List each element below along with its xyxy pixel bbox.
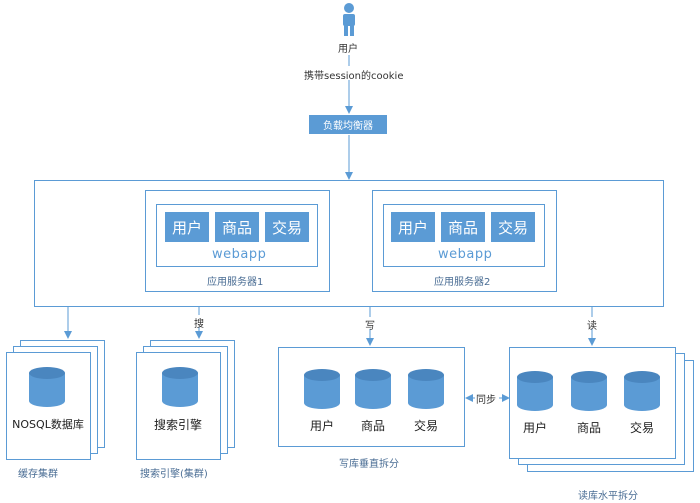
read-connector-label: 读 — [587, 321, 597, 332]
read-db-trade-label: 交易 — [629, 421, 654, 435]
write-db-trade-label: 交易 — [413, 419, 438, 433]
app-cluster-box — [34, 180, 664, 307]
write-db-goods-icon — [355, 369, 391, 409]
read-db-goods-icon — [571, 371, 607, 411]
write-db-goods-label: 商品 — [360, 419, 385, 433]
write-connector-label: 写 — [365, 321, 375, 332]
app-server-1-label: 应用服务器1 — [207, 277, 264, 288]
app2-webapp-label: webapp — [438, 247, 493, 262]
app-server-2-label: 应用服务器2 — [434, 277, 491, 288]
write-db-user-label: 用户 — [309, 419, 334, 433]
app1-webapp-label: webapp — [212, 247, 267, 262]
app1-module-user: 用户 — [165, 212, 209, 242]
search-connector-label: 搜 — [194, 319, 204, 330]
write-split-caption: 写库垂直拆分 — [339, 459, 399, 470]
user-icon — [343, 3, 355, 36]
cache-db-label: NOSQL数据库 — [12, 418, 84, 431]
cache-database-icon — [29, 367, 65, 407]
load-balancer-label: 负载均衡器 — [323, 121, 373, 132]
write-db-trade-icon — [408, 369, 444, 409]
sync-label: 同步 — [476, 395, 496, 406]
read-split-caption: 读库水平拆分 — [578, 491, 638, 502]
app2-module-goods: 商品 — [441, 212, 485, 242]
search-cluster-caption: 搜索引擎(集群) — [140, 469, 208, 480]
app2-module-user: 用户 — [391, 212, 435, 242]
user-label: 用户 — [338, 44, 358, 55]
session-note: 携带session的cookie — [304, 71, 404, 82]
read-db-trade-icon — [624, 371, 660, 411]
read-db-goods-label: 商品 — [576, 421, 601, 435]
load-balancer: 负载均衡器 — [309, 115, 387, 134]
search-database-icon — [162, 367, 198, 407]
read-db-user-icon — [517, 371, 553, 411]
read-db-user-label: 用户 — [522, 421, 547, 435]
app1-module-trade: 交易 — [265, 212, 309, 242]
app1-module-goods: 商品 — [215, 212, 259, 242]
app2-module-trade: 交易 — [491, 212, 535, 242]
search-db-label: 搜索引擎 — [153, 418, 202, 432]
write-db-user-icon — [304, 369, 340, 409]
cache-cluster-caption: 缓存集群 — [18, 469, 58, 480]
